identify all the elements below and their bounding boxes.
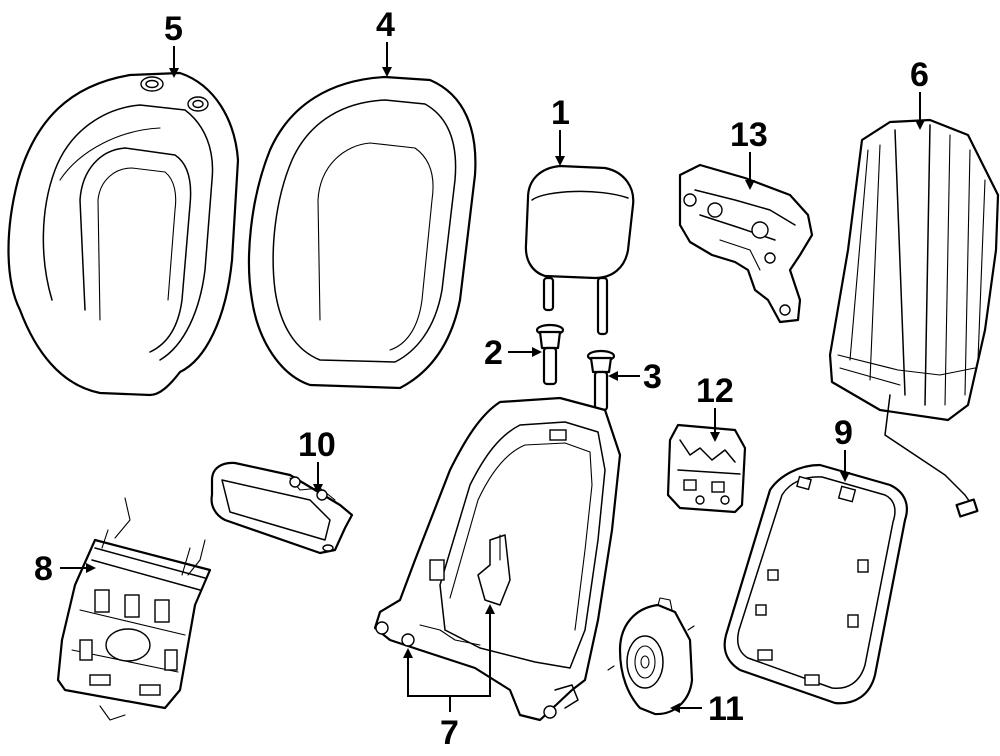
callout-3: 3 <box>643 358 662 396</box>
part-13-recliner-bracket <box>678 163 814 324</box>
callout-2: 2 <box>484 334 503 372</box>
part-7-seatback-frame <box>373 396 622 722</box>
callout-11: 11 <box>708 690 744 728</box>
part-9-back-panel <box>723 463 908 705</box>
part-6-rear-panel <box>828 118 1000 518</box>
part-5-seatback-cover <box>7 71 240 397</box>
part-11-speaker-module <box>607 597 695 716</box>
callout-13: 13 <box>730 116 768 154</box>
part-3-headrest-guide <box>586 349 616 412</box>
callout-7: 7 <box>440 714 459 752</box>
callout-12: 12 <box>696 372 734 410</box>
callout-4: 4 <box>376 6 395 44</box>
part-8-lumbar-frame <box>56 497 212 721</box>
callout-1: 1 <box>551 94 570 132</box>
callout-9: 9 <box>834 414 853 452</box>
part-4-seatback-pad <box>247 75 477 390</box>
callout-labels: 5 4 1 13 6 2 3 12 9 10 8 11 7 <box>34 6 929 752</box>
callout-8: 8 <box>34 550 53 588</box>
part-1-headrest <box>524 164 635 336</box>
callout-6: 6 <box>910 56 929 94</box>
part-2-headrest-guide <box>535 323 565 386</box>
part-12-lumbar-module <box>666 423 747 514</box>
part-10-airbag-module <box>210 461 354 555</box>
callout-10: 10 <box>298 426 336 464</box>
callout-5: 5 <box>164 10 183 48</box>
leader-arrows <box>60 42 925 713</box>
